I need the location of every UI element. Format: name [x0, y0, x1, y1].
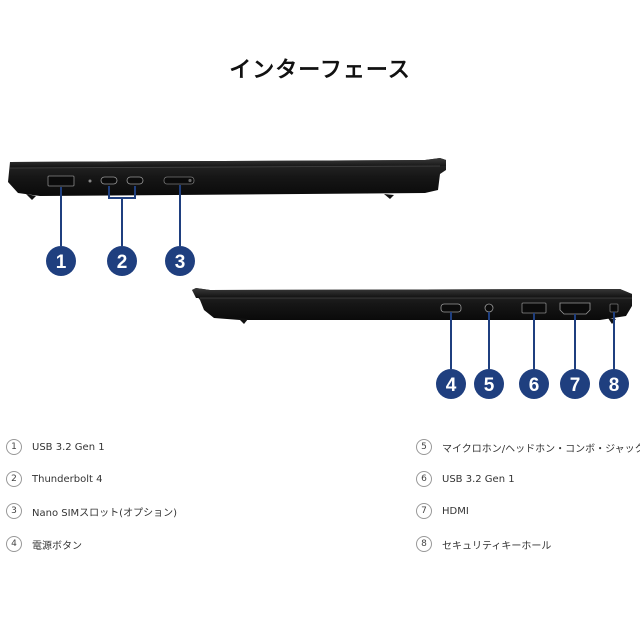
callout-lines [60, 185, 615, 369]
laptop-right-side-view [192, 288, 632, 324]
callout-number: 2 [117, 252, 128, 273]
callout-number: 1 [56, 252, 67, 273]
callout-number: 6 [529, 375, 540, 396]
callout-badge-2: 2 [107, 246, 137, 276]
thunderbolt-port-2 [126, 176, 144, 185]
callout-badge-7: 7 [560, 369, 590, 399]
callout-badge-3: 3 [165, 246, 195, 276]
callout-number: 4 [446, 375, 457, 396]
page-title: インターフェース [229, 58, 411, 83]
callout-badge-5: 5 [474, 369, 504, 399]
audio-jack [484, 303, 494, 313]
callout-number: 8 [609, 375, 620, 396]
callout-number: 3 [175, 252, 186, 273]
callout-number: 5 [484, 375, 495, 396]
callout-badge-4: 4 [436, 369, 466, 399]
laptop-left-side-view [8, 158, 446, 200]
callout-number: 7 [570, 375, 581, 396]
thunderbolt-port-1 [100, 176, 118, 185]
usb-a-port-right [521, 302, 547, 314]
hdmi-port [559, 302, 591, 315]
callout-badge-6: 6 [519, 369, 549, 399]
power-button [440, 303, 462, 313]
usb-a-port-left [47, 175, 75, 187]
sim-slot [163, 176, 195, 185]
security-keyhole [609, 303, 619, 313]
callout-badge-1: 1 [46, 246, 76, 276]
callout-badge-8: 8 [599, 369, 629, 399]
